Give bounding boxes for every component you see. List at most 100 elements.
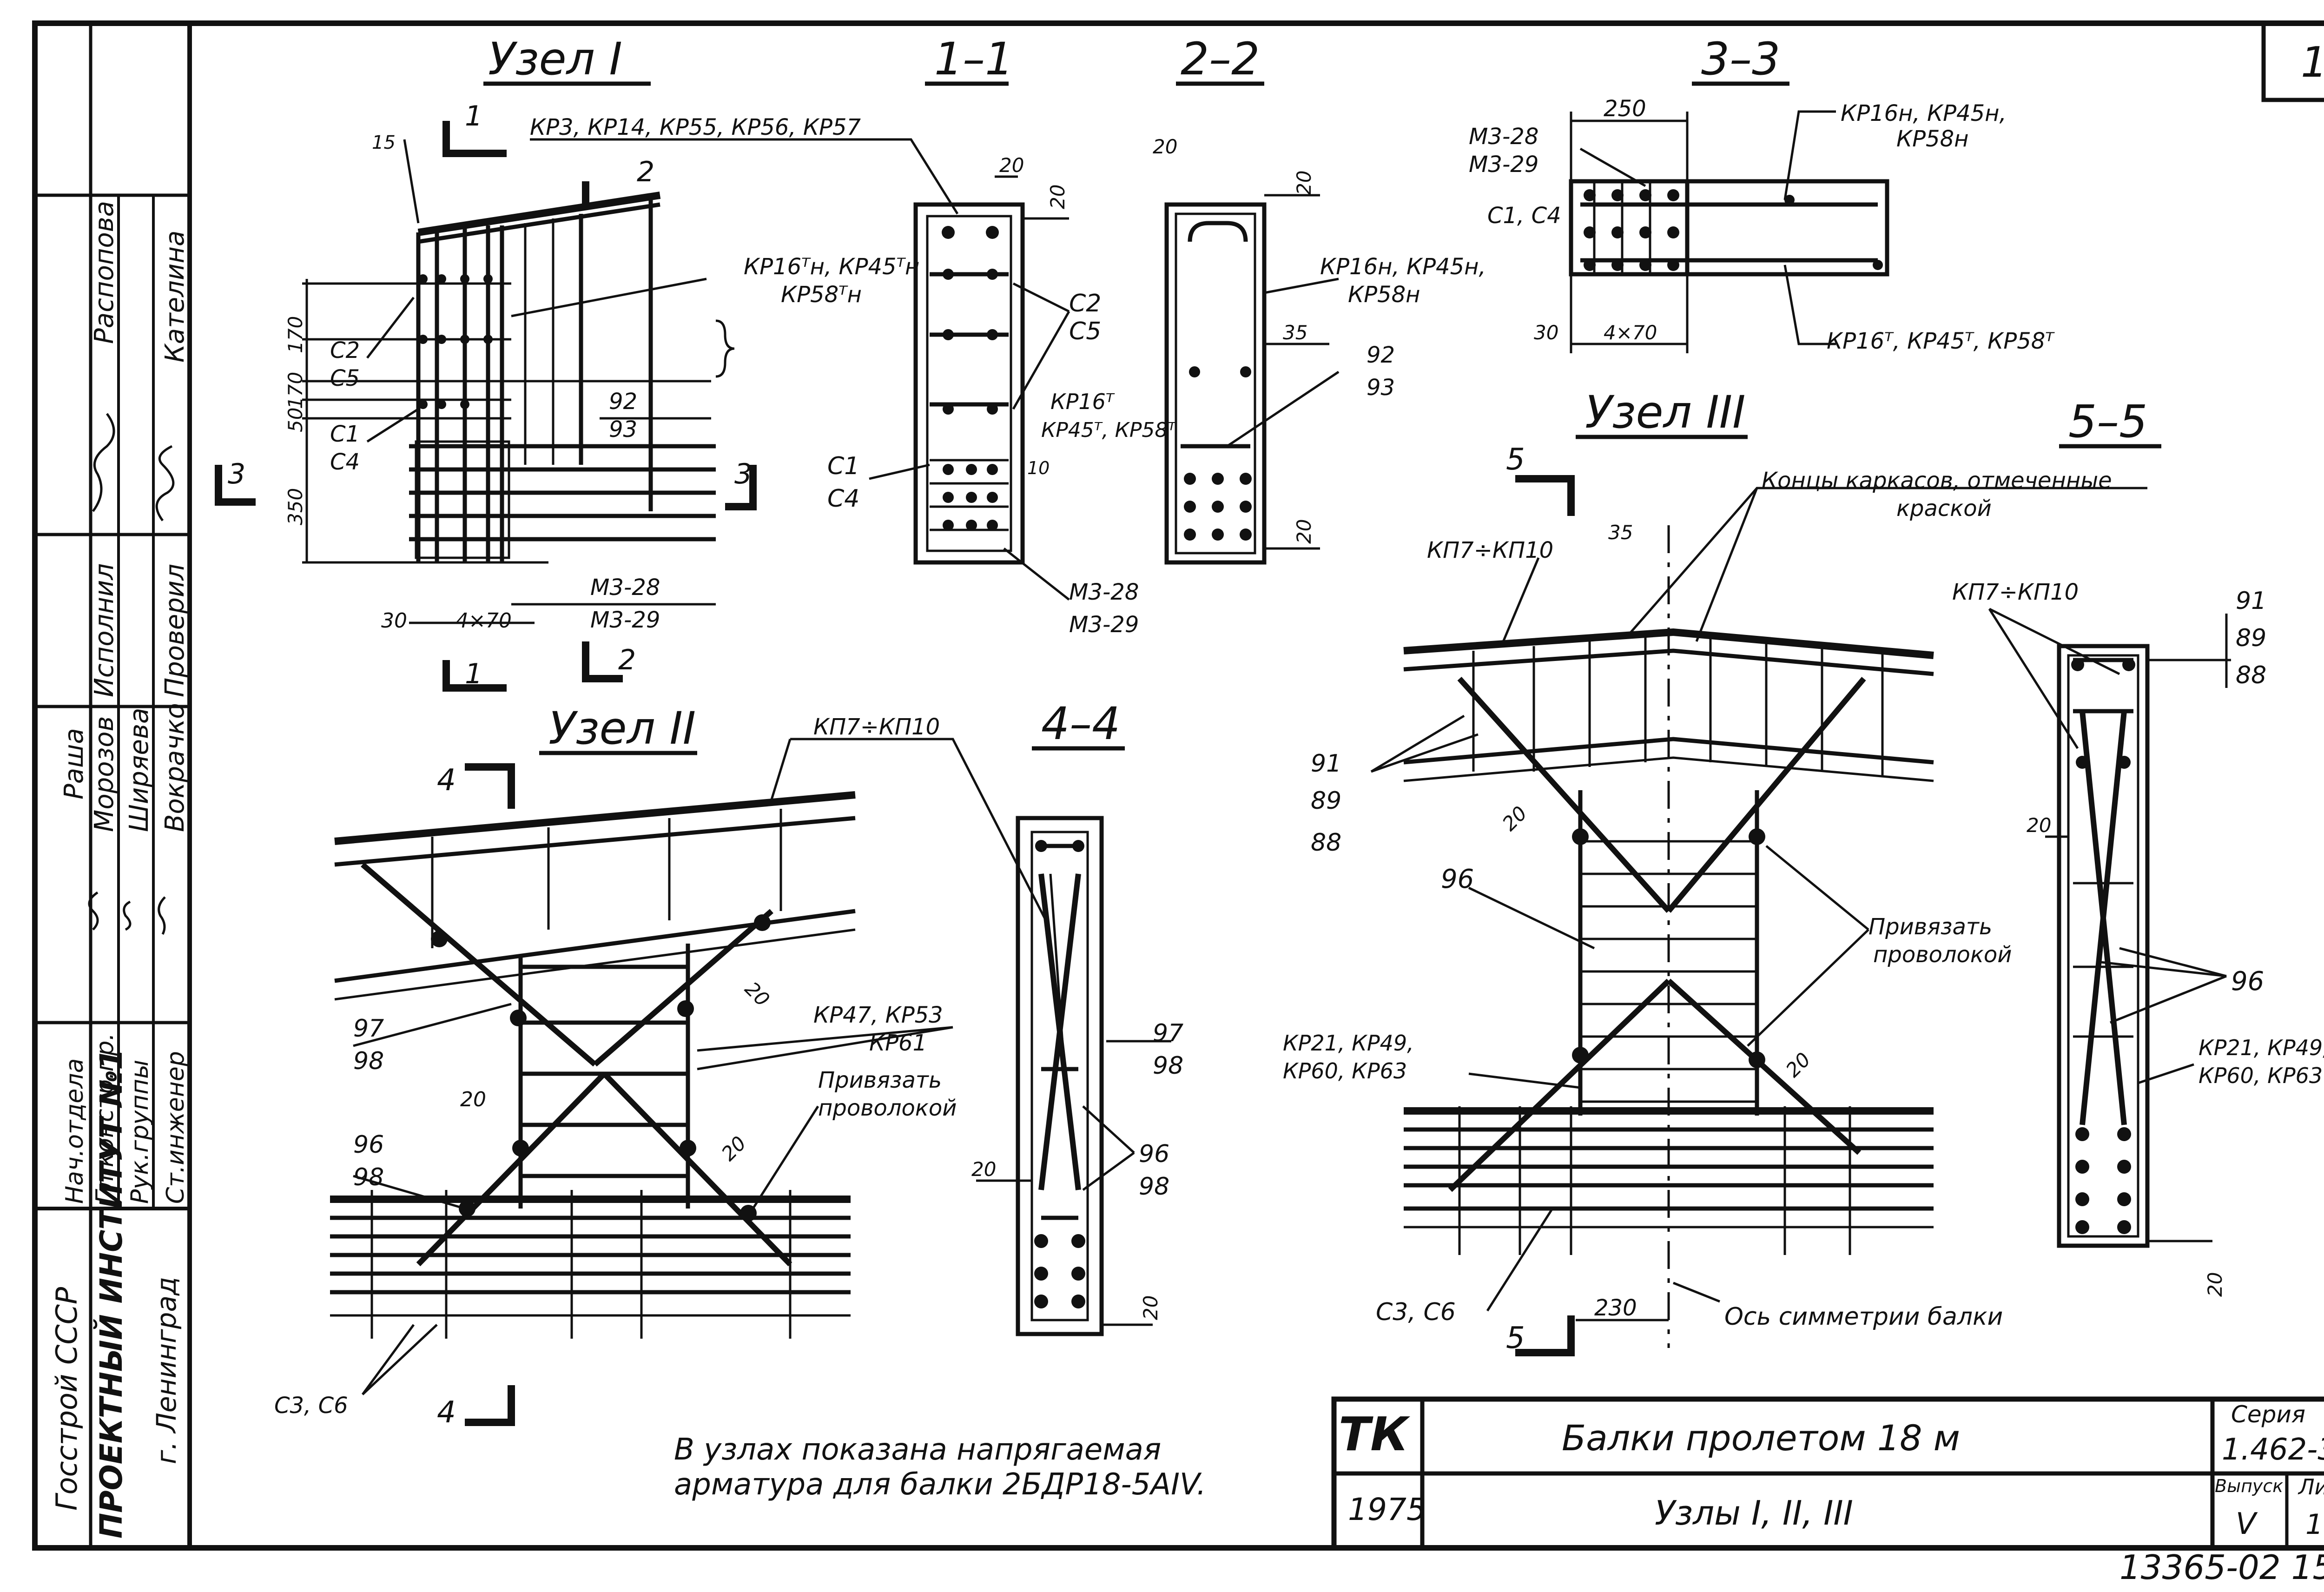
s33-label-5: КР16н, КР45н, (1841, 100, 2007, 126)
role-4: Ст.инженер (162, 1051, 190, 1204)
section-4-4-drawing: 4–4 (976, 698, 1171, 1336)
uzel-3-label-12: КР21, КР49, (1283, 1031, 1414, 1056)
uzel-3-label-14: 20 (1781, 1048, 1815, 1082)
s33-label-7: КР16ᵀ, КР45ᵀ, КР58ᵀ (1827, 328, 2055, 354)
title-block-issue-label: Выпуск (2215, 1476, 2283, 1496)
uzel-1-cut-5: 2 (618, 644, 636, 676)
uzel-1-cut-3: 3 (228, 458, 245, 490)
title-block-subtitle: Узлы I, II, III (1655, 1493, 1853, 1533)
uzel-2-label-7: 20 (740, 977, 774, 1011)
title-block-sheet-value: 11 (2305, 1508, 2324, 1541)
uzel-3-label-8: 20 (1498, 802, 1531, 835)
uzel-1-cut-1: 1 (465, 100, 482, 132)
uzel-3-drawing: Узел III (1370, 386, 2147, 1356)
s55-label-3: 89 (2236, 624, 2266, 652)
uzel-3-label-11: проволокой (1873, 942, 2012, 968)
uzel-1-label-5: С5 (330, 365, 360, 391)
uzel-3-label-3: 35 (1608, 521, 1633, 544)
top-name-2: Кателина (160, 231, 190, 363)
uzel-3-label-9: 96 (1441, 864, 1474, 894)
uzel-2-label-1: КП7÷КП10 (813, 714, 940, 740)
org-line1: Госстрой СССР (50, 1287, 84, 1511)
s22-label-8: 20 (1293, 519, 1315, 544)
uzel-1-label-12: 15 (372, 132, 396, 153)
uzel-1-label-15: 170 (284, 316, 307, 353)
title-block-series-label: Серия (2231, 1401, 2305, 1428)
uzel-3-label-15: С3, С6 (1376, 1298, 1456, 1326)
s33-label-9: 4×70 (1604, 321, 1657, 344)
uzel-1-label-3: КР58ᵀн (781, 282, 862, 308)
title-block-year: 1975 (1348, 1492, 1426, 1527)
s55-label-5: 20 (2027, 814, 2051, 837)
s55-label-4: 88 (2236, 661, 2266, 689)
title-block-title: Балки пролетом 18 м (1562, 1417, 1960, 1459)
uzel-1-label-9: 93 (609, 416, 637, 443)
uzel-3-label-18: 5 (1506, 443, 1525, 477)
role-2: Гл.констр.пр. (91, 1033, 119, 1204)
s11-label-10: М3-28 (1069, 579, 1139, 605)
top-role-1: Исполнил (89, 563, 119, 697)
org-line3: г. Ленинград (151, 1277, 182, 1464)
uzel-3-label-4: КП7÷КП10 (1427, 537, 1553, 563)
uzel-3-label-10: Привязать (1868, 914, 1992, 940)
s44-label-2: 98 (1153, 1052, 1183, 1080)
uzel-1-label-11: М3-29 (590, 607, 660, 633)
s22-label-1: 20 (1153, 135, 1177, 158)
uzel-1-label-16: 170 (284, 372, 307, 409)
s33-label-6: КР58н (1896, 126, 1968, 152)
note-line-1: В узлах показана напрягаемая (674, 1433, 1161, 1467)
s22-label-3: КР16н, КР45н, (1320, 254, 1486, 280)
s11-label-2: 20 (1046, 185, 1069, 209)
s11-label-9: 10 (1027, 458, 1050, 478)
uzel-2-label-9: 98 (353, 1163, 384, 1191)
name-4: Вокрачко (160, 703, 190, 832)
s44-label-5: 20 (971, 1158, 996, 1181)
role-3: Рук.группы (126, 1060, 154, 1204)
uzel-1-label-2: КР16ᵀн, КР45ᵀн (744, 254, 919, 280)
uzel-3-label-5: 91 (1311, 750, 1341, 778)
section-4-4-title: 4–4 (1041, 698, 1120, 750)
s11-label-4: С5 (1069, 317, 1101, 345)
s22-label-5: 35 (1283, 321, 1307, 344)
role-1: Нач.отдела (61, 1058, 89, 1204)
uzel-3-label-1: Концы каркасов, отмеченные (1762, 468, 2112, 494)
s33-label-8: 30 (1534, 321, 1558, 344)
s55-label-8: КР60, КР63 (2199, 1063, 2323, 1088)
s55-label-6: 96 (2231, 966, 2264, 997)
uzel-2-label-11: Привязать (818, 1067, 942, 1093)
uzel-2-label-4: КР47, КР53 (813, 1002, 943, 1028)
s33-label-3: М3-29 (1469, 152, 1538, 178)
name-3: Ширяева (124, 708, 154, 832)
section-2-2-title: 2–2 (1181, 33, 1260, 85)
uzel-2-label-15: 4 (437, 1395, 456, 1430)
footer-code: 13365-02 15 (2119, 1548, 2324, 1587)
uzel-1-label-6: С1 (330, 421, 360, 447)
uzel-1-cut-4: 1 (465, 658, 482, 690)
uzel-1-label-17: 50 (284, 408, 307, 432)
section-2-2-drawing: 2–2 (1164, 33, 1340, 565)
s22-label-7: 93 (1367, 375, 1395, 401)
name-2: Морозов (89, 716, 119, 832)
title-block-logo: ТК (1339, 1407, 1410, 1461)
title-block-sheet-label: Лист (2298, 1474, 2324, 1500)
uzel-2-label-6: 20 (460, 1088, 486, 1111)
uzel-3-label-17: Ось симметрии балки (1724, 1303, 2003, 1331)
uzel-3-label-19: 5 (1506, 1321, 1525, 1355)
s44-label-6: 20 (1139, 1295, 1162, 1320)
uzel-3-label-13: КР60, КР63 (1283, 1058, 1407, 1083)
uzel-1-label-13: 30 (381, 609, 407, 633)
section-1-1-title: 1–1 (934, 33, 1013, 85)
s44-label-1: 97 (1153, 1019, 1183, 1047)
uzel-1-label-8: 92 (609, 389, 637, 415)
s11-label-6: КР45ᵀ, КР58ᵀ (1041, 418, 1176, 442)
section-3-3-drawing: 3–3 (1569, 33, 1889, 353)
s11-label-8: С4 (827, 485, 859, 513)
s11-label-11: М3-29 (1069, 612, 1139, 638)
uzel-2-label-13: С3, С6 (274, 1393, 348, 1419)
uzel-1-cut-6: 3 (734, 458, 752, 490)
uzel-3-label-6: 89 (1311, 787, 1341, 815)
sheet-number: 14 (2301, 38, 2324, 87)
s11-label-5: КР16ᵀ (1050, 389, 1115, 414)
uzel-2-title: Узел II (548, 702, 696, 754)
